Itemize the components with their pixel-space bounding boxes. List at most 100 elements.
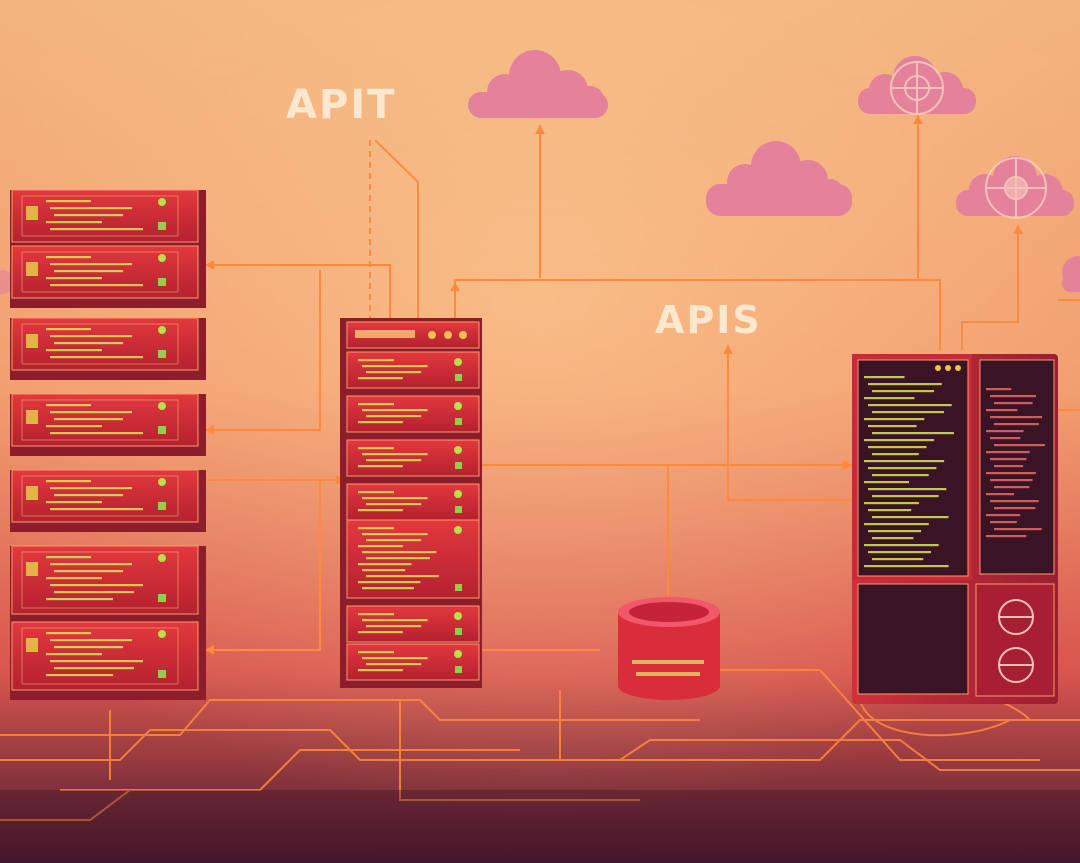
code-line bbox=[50, 284, 143, 287]
code-line bbox=[994, 423, 1039, 426]
code-line bbox=[868, 446, 927, 449]
code-line bbox=[46, 598, 113, 601]
code-line bbox=[46, 632, 91, 635]
code-line bbox=[358, 465, 403, 468]
status-light bbox=[454, 358, 462, 366]
code-line bbox=[986, 388, 1012, 391]
code-line bbox=[50, 263, 132, 266]
status-light bbox=[455, 462, 462, 469]
status-light bbox=[454, 446, 462, 454]
status-light bbox=[455, 506, 462, 513]
code-line bbox=[366, 539, 422, 542]
code-line bbox=[994, 507, 1036, 510]
code-line bbox=[366, 371, 422, 374]
status-light bbox=[158, 478, 166, 486]
server-unit bbox=[11, 545, 199, 615]
chip-icon bbox=[26, 334, 38, 348]
code-line bbox=[864, 544, 939, 547]
unit-screen bbox=[21, 195, 179, 237]
target-icon bbox=[985, 157, 1047, 219]
status-light bbox=[158, 402, 166, 410]
api-label-right: APIS bbox=[655, 298, 762, 342]
code-line bbox=[868, 425, 917, 428]
code-line bbox=[358, 631, 403, 634]
code-line bbox=[986, 430, 1024, 433]
center-server-rack bbox=[340, 318, 482, 688]
server-unit bbox=[346, 351, 480, 389]
code-line bbox=[358, 613, 394, 616]
code-line bbox=[50, 356, 143, 359]
status-light bbox=[428, 331, 436, 339]
code-line bbox=[366, 415, 422, 418]
arrowheads bbox=[205, 115, 1023, 655]
code-line bbox=[366, 625, 422, 628]
code-line bbox=[872, 390, 935, 393]
code-line bbox=[46, 425, 102, 428]
code-line bbox=[362, 365, 428, 368]
code-line bbox=[864, 502, 919, 505]
code-line bbox=[864, 460, 945, 463]
status-light bbox=[454, 402, 462, 410]
cloud-icon bbox=[706, 141, 852, 216]
code-line bbox=[864, 565, 949, 568]
chip-icon bbox=[26, 262, 38, 276]
code-line bbox=[868, 488, 947, 491]
status-light bbox=[945, 365, 951, 371]
status-light bbox=[935, 365, 941, 371]
code-line bbox=[54, 494, 123, 497]
code-line bbox=[50, 228, 143, 231]
floor-shade bbox=[0, 790, 1080, 863]
code-line bbox=[54, 418, 123, 421]
status-light bbox=[158, 350, 166, 358]
status-light bbox=[158, 670, 166, 678]
unit-screen bbox=[21, 399, 179, 441]
code-line bbox=[994, 402, 1033, 405]
status-light bbox=[955, 365, 961, 371]
code-line bbox=[46, 556, 91, 559]
status-light bbox=[455, 584, 462, 591]
code-line bbox=[362, 569, 406, 572]
code-line bbox=[358, 421, 403, 424]
code-line bbox=[54, 342, 123, 345]
chip-icon bbox=[26, 486, 38, 500]
code-line bbox=[50, 487, 132, 490]
api-label-top: APIT bbox=[286, 82, 396, 128]
code-line bbox=[46, 501, 102, 504]
code-line bbox=[986, 451, 1030, 454]
server-unit bbox=[346, 483, 480, 521]
code-line bbox=[990, 416, 1043, 419]
code-line bbox=[46, 674, 113, 677]
code-line bbox=[868, 404, 952, 407]
code-line bbox=[46, 577, 102, 580]
code-line bbox=[864, 523, 929, 526]
code-line bbox=[366, 575, 439, 578]
code-line bbox=[358, 491, 394, 494]
code-line bbox=[366, 503, 422, 506]
code-line bbox=[872, 537, 914, 540]
code-line bbox=[868, 530, 922, 533]
tower-lower-screen bbox=[857, 583, 969, 695]
code-line bbox=[994, 486, 1030, 489]
code-line bbox=[358, 527, 394, 530]
code-line bbox=[54, 591, 134, 594]
code-line bbox=[986, 472, 1036, 475]
code-line bbox=[46, 404, 91, 407]
code-line bbox=[50, 563, 132, 566]
code-line bbox=[358, 377, 403, 380]
code-line bbox=[864, 439, 935, 442]
unit-screen bbox=[21, 627, 179, 685]
code-line bbox=[362, 533, 428, 536]
code-line bbox=[366, 663, 422, 666]
code-line bbox=[872, 474, 929, 477]
code-line bbox=[868, 551, 931, 554]
server-unit bbox=[346, 643, 480, 681]
status-light bbox=[459, 331, 467, 339]
status-light bbox=[455, 418, 462, 425]
status-light bbox=[455, 628, 462, 635]
status-light bbox=[158, 594, 166, 602]
code-line bbox=[366, 557, 430, 560]
database-icon bbox=[618, 597, 720, 700]
code-line bbox=[54, 214, 123, 217]
